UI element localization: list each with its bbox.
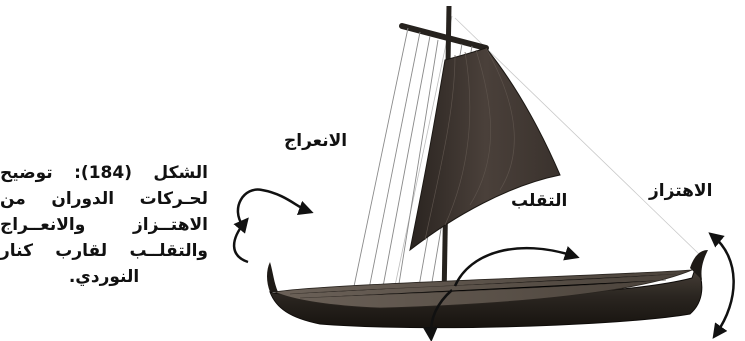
roll-label: التقلب (511, 191, 567, 211)
figure-caption: الشكل (184): توضيح لحـركات الدوران من ال… (0, 160, 208, 290)
yard (402, 26, 486, 48)
stern-post (267, 262, 278, 292)
yaw-label: الانعراج (284, 131, 347, 151)
sail (410, 48, 560, 250)
yaw-arrow-bottom (234, 222, 248, 262)
yaw-arrow-top (238, 190, 308, 226)
pitch-label: الاهتزاز (649, 181, 712, 201)
pitch-arrow (713, 236, 734, 334)
